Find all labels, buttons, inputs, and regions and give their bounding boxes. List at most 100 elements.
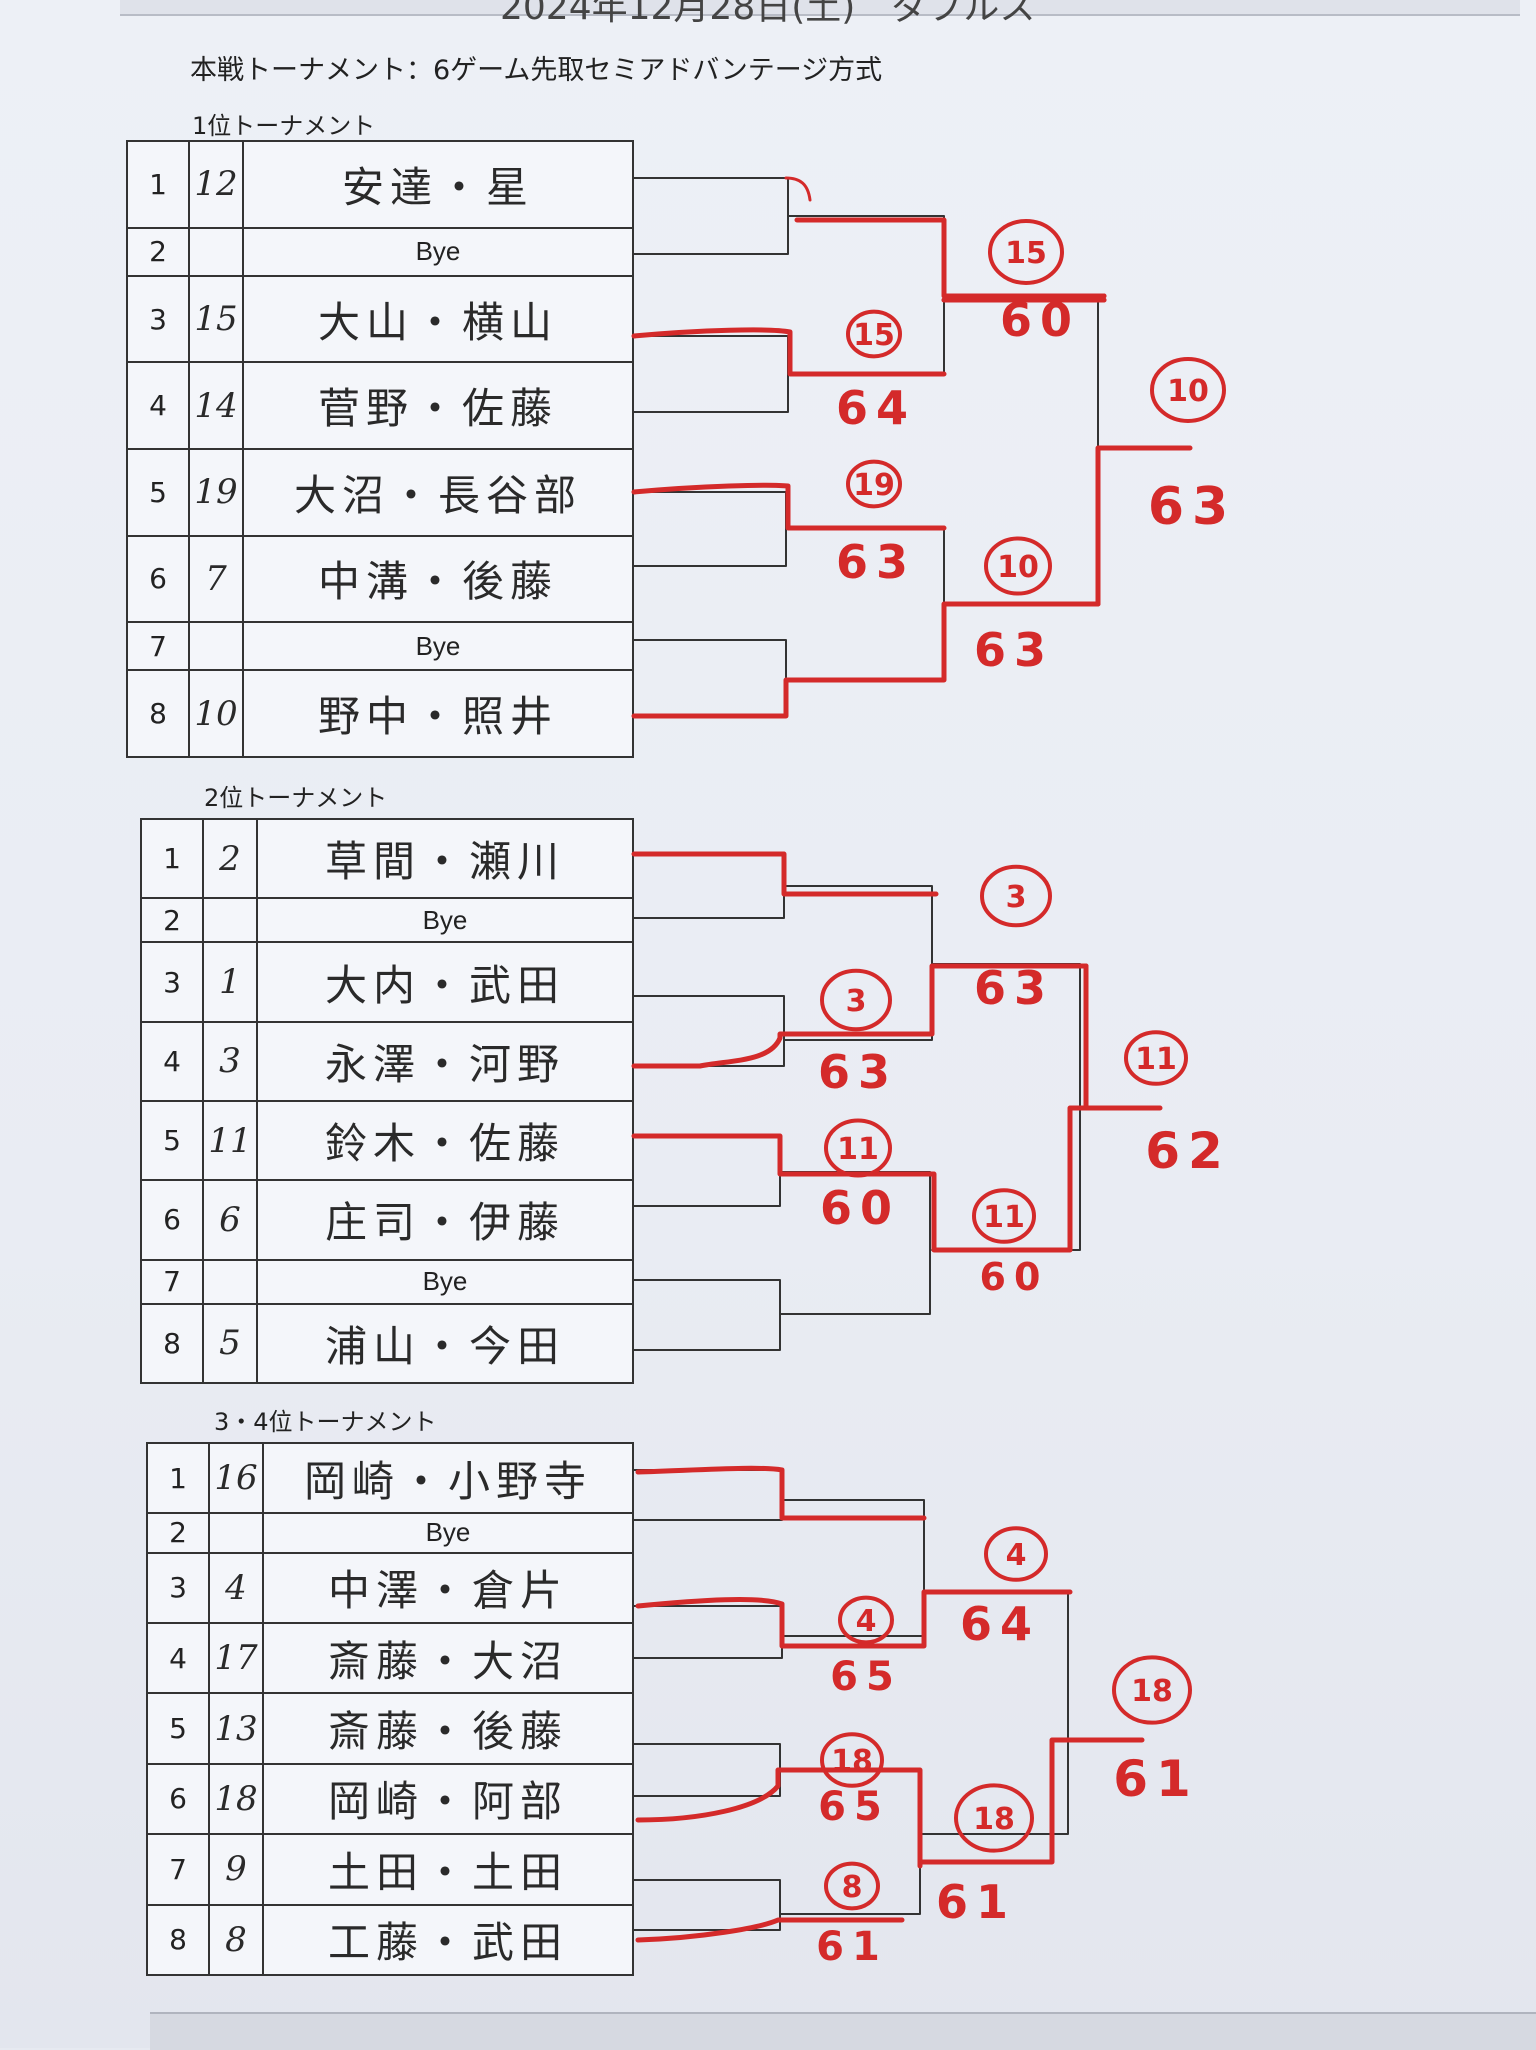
row-number: 8 (146, 1903, 210, 1977)
winner-path (917, 1737, 1145, 1865)
pair-names: Bye (242, 621, 634, 672)
seed-number: 5 (202, 1302, 258, 1385)
score-text: 60 (820, 1181, 900, 1235)
row-number: 6 (140, 1179, 204, 1261)
winner-circle: 8 (824, 1861, 880, 1911)
row-number: 7 (146, 1833, 210, 1906)
seed-number: 9 (208, 1833, 264, 1906)
pair-names: 大沼・長谷部 (242, 448, 634, 537)
bracket-line (633, 491, 787, 567)
winner-circle: 15 (846, 309, 902, 359)
seed-number: 19 (188, 448, 244, 537)
seed-number: 4 (208, 1551, 264, 1624)
row-number: 8 (126, 669, 190, 758)
winner-circle: 3 (820, 968, 892, 1032)
score-text: 61 (816, 1924, 888, 1970)
row-number: 1 (140, 817, 204, 900)
bracket-line (633, 853, 785, 919)
svg-text:10: 10 (997, 550, 1039, 585)
svg-text:4: 4 (856, 1604, 877, 1639)
svg-text:11: 11 (837, 1132, 879, 1167)
bracket-line (633, 639, 787, 717)
winner-circle: 19 (846, 459, 902, 509)
score-text: 60 (980, 1255, 1049, 1299)
svg-text:11: 11 (983, 1200, 1025, 1235)
pair-names: Bye (256, 1258, 634, 1305)
bracket-line (633, 1469, 783, 1521)
bracket-line (633, 335, 789, 413)
row-number: 7 (126, 621, 190, 672)
seed-number (188, 621, 244, 672)
row-number: 5 (126, 448, 190, 537)
svg-text:15: 15 (853, 318, 895, 353)
pair-names: 安達・星 (242, 140, 634, 229)
pair-names: 庄司・伊藤 (256, 1179, 634, 1261)
winner-circle: 15 (988, 219, 1064, 285)
svg-text:15: 15 (1005, 236, 1047, 271)
pair-names: 中溝・後藤 (242, 534, 634, 624)
seed-number: 3 (202, 1020, 258, 1103)
pair-names: 中澤・倉片 (262, 1551, 634, 1624)
seed-number: 15 (188, 274, 244, 364)
svg-text:18: 18 (1131, 1674, 1173, 1709)
pair-names: 大山・横山 (242, 274, 634, 364)
row-number: 3 (126, 274, 190, 364)
seed-number: 10 (188, 669, 244, 758)
seed-number: 7 (188, 534, 244, 624)
pair-names: 永澤・河野 (256, 1020, 634, 1103)
pair-names: 草間・瀬川 (256, 817, 634, 900)
svg-text:18: 18 (831, 1744, 873, 1779)
seed-number (208, 1512, 264, 1554)
winner-path (635, 1589, 1073, 1649)
pair-names: 菅野・佐藤 (242, 361, 634, 450)
rule-description: 本戦トーナメント：6ゲーム先取セミアドバンテージ方式 (190, 55, 883, 86)
score-text: 64 (836, 381, 916, 435)
tournament-2-label: 2位トーナメント (204, 784, 388, 812)
winner-path (794, 217, 1107, 303)
winner-path (631, 851, 939, 897)
svg-text:8: 8 (842, 1870, 863, 1905)
bracket-line (633, 1605, 783, 1659)
winner-path (631, 327, 947, 377)
score-text: 63 (1148, 477, 1236, 537)
pair-names: Bye (242, 226, 634, 277)
pair-names: 浦山・今田 (256, 1302, 634, 1385)
score-text: 65 (818, 1784, 890, 1830)
pair-names: 大内・武田 (256, 941, 634, 1023)
pair-names: 斎藤・大沼 (262, 1621, 634, 1695)
winner-circle: 10 (1150, 357, 1226, 423)
winner-circle: 10 (984, 536, 1052, 596)
row-number: 4 (126, 361, 190, 450)
svg-text:19: 19 (853, 468, 895, 503)
seed-number: 17 (208, 1621, 264, 1695)
seed-number: 6 (202, 1179, 258, 1261)
winner-path (631, 482, 947, 531)
pair-names: Bye (262, 1512, 634, 1554)
winner-circle: 18 (1112, 1655, 1192, 1725)
seed-number: 2 (202, 817, 258, 900)
score-text: 63 (818, 1045, 898, 1099)
pair-names: 鈴木・佐藤 (256, 1099, 634, 1182)
winner-path (1095, 445, 1193, 607)
winner-circle: 4 (984, 1526, 1048, 1582)
seed-number: 14 (188, 361, 244, 450)
seed-number: 18 (208, 1762, 264, 1836)
score-text: 63 (836, 535, 916, 589)
